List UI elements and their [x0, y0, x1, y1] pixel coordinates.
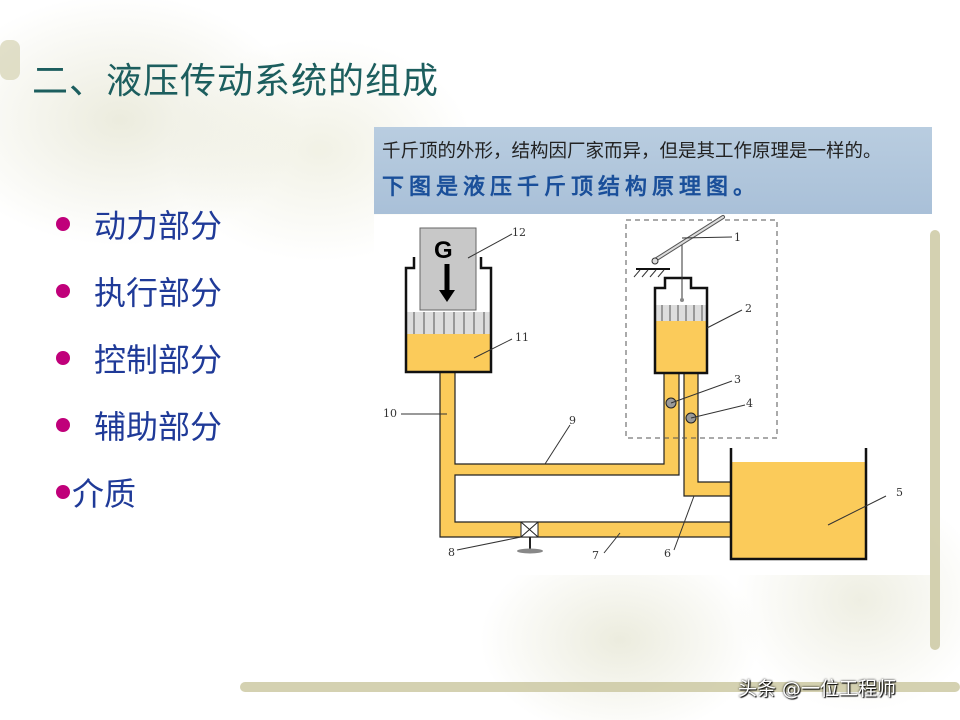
part-label: 10	[383, 407, 397, 420]
hand-pump-boundary	[625, 219, 778, 439]
part-label: 7	[592, 549, 599, 562]
watermark: 头条 @一位工程师	[738, 678, 897, 700]
bullet-dot-icon	[56, 283, 70, 298]
part-label: 6	[664, 547, 671, 560]
part-label: 5	[896, 486, 903, 499]
part-label: 2	[745, 302, 752, 315]
bullet-text: 介质	[72, 474, 137, 513]
bullet-item: 介质	[56, 458, 222, 525]
bullet-dot-icon	[56, 350, 70, 365]
part-label: 1	[734, 231, 741, 244]
caption-line-2: 下图是液压千斤顶结构原理图。	[382, 174, 761, 200]
bullet-text: 控制部分	[94, 340, 223, 379]
lever-handle	[633, 215, 725, 278]
bullet-text: 动力部分	[94, 206, 223, 245]
caption-line-1: 千斤顶的外形，结构因厂家而异，但是其工作原理是一样的。	[382, 141, 882, 162]
bullet-item: 辅助部分	[56, 391, 222, 458]
caption-banner: 千斤顶的外形，结构因厂家而异，但是其工作原理是一样的。 下图是液压千斤顶结构原理…	[374, 127, 932, 214]
bullet-item: 动力部分	[56, 190, 222, 257]
small-cylinder	[653, 244, 709, 375]
bullet-text: 辅助部分	[94, 407, 223, 446]
part-label: 11	[515, 331, 529, 344]
bullet-list: 动力部分 执行部分 控制部分 辅助部分 介质	[56, 190, 222, 525]
bullet-item: 控制部分	[56, 324, 222, 391]
bullet-dot-icon	[56, 484, 70, 499]
oil-tank	[729, 448, 868, 561]
part-label: 4	[746, 397, 753, 410]
bullet-dot-icon	[56, 216, 70, 231]
part-label: 12	[512, 226, 526, 239]
vine-decoration	[240, 682, 960, 692]
part-labels: 1 2 3 4 5 6 7 8 9 10 11 12	[383, 226, 903, 562]
load-label: G	[434, 237, 453, 264]
large-cylinder: G	[404, 227, 493, 374]
bullet-text: 执行部分	[94, 273, 223, 312]
vine-decoration	[930, 230, 940, 650]
vine-decoration	[0, 40, 20, 80]
part-label: 3	[734, 373, 741, 386]
bullet-item: 执行部分	[56, 257, 222, 324]
slide-title: 二、液压传动系统的组成	[32, 61, 440, 102]
part-label: 8	[448, 546, 455, 559]
part-label: 9	[569, 414, 576, 427]
leader-lines	[401, 233, 887, 554]
stop-valve	[517, 521, 543, 554]
bullet-dot-icon	[56, 417, 70, 432]
